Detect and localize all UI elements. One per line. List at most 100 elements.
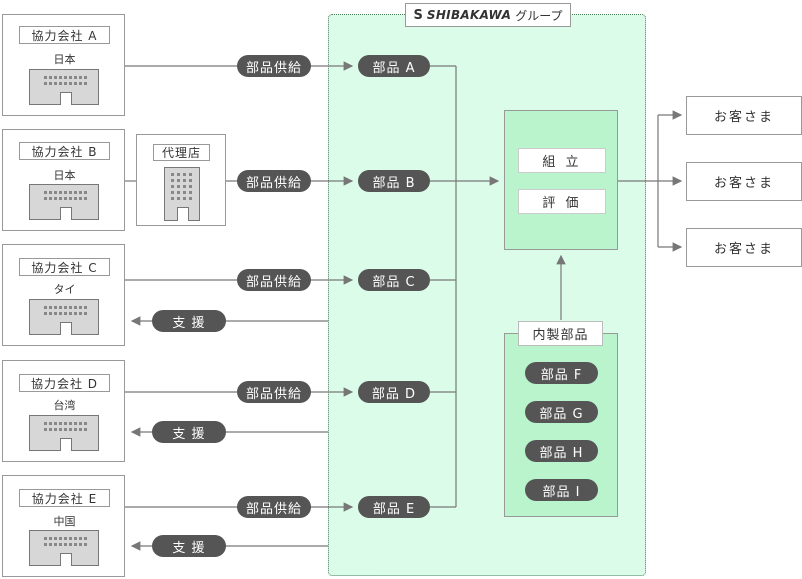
building-window xyxy=(183,179,186,182)
factory-window xyxy=(44,428,47,431)
part-c: 部品 C xyxy=(358,269,430,291)
factory-window xyxy=(69,312,72,315)
factory-window xyxy=(54,543,57,546)
factory-window xyxy=(59,428,62,431)
factory-window xyxy=(59,312,62,315)
factory-window xyxy=(49,197,52,200)
factory-window xyxy=(59,191,62,194)
factory-window xyxy=(49,306,52,309)
building-window xyxy=(177,197,180,200)
factory-window xyxy=(69,76,72,79)
factory-window xyxy=(74,82,77,85)
factory-window xyxy=(59,422,62,425)
factory-window xyxy=(54,537,57,540)
part-d: 部品 D xyxy=(358,381,430,403)
partner-d-name: 協力会社 D xyxy=(19,374,110,392)
factory-window xyxy=(84,306,87,309)
factory-window xyxy=(79,76,82,79)
supply-label-c: 部品供給 xyxy=(237,269,311,291)
factory-window xyxy=(54,197,57,200)
factory-window xyxy=(74,428,77,431)
factory-window xyxy=(64,428,67,431)
building-window xyxy=(189,173,192,176)
shibakawa-logo-icon: S xyxy=(413,7,423,23)
factory-window xyxy=(49,82,52,85)
factory-window xyxy=(44,543,47,546)
factory-window xyxy=(84,537,87,540)
agent-label: 代理店 xyxy=(153,144,210,161)
factory-window xyxy=(84,312,87,315)
building-icon xyxy=(164,167,200,221)
factory-window xyxy=(49,76,52,79)
factory-icon xyxy=(29,184,99,220)
partner-c-country: タイ xyxy=(53,283,76,296)
partner-d-card: 協力会社 D 台湾 xyxy=(2,360,125,462)
part-a: 部品 A xyxy=(358,55,430,77)
factory-window xyxy=(54,82,57,85)
factory-window xyxy=(69,428,72,431)
factory-window xyxy=(64,543,67,546)
factory-icon xyxy=(29,415,99,451)
building-window xyxy=(171,179,174,182)
factory-window xyxy=(69,197,72,200)
building-window xyxy=(183,197,186,200)
factory-window xyxy=(49,543,52,546)
partner-b-country: 日本 xyxy=(53,169,76,182)
factory-window xyxy=(59,76,62,79)
partner-e-country: 中国 xyxy=(53,515,76,528)
building-window xyxy=(189,191,192,194)
factory-window xyxy=(79,422,82,425)
building-window xyxy=(183,191,186,194)
part-f: 部品 F xyxy=(525,362,598,384)
factory-window xyxy=(74,422,77,425)
part-e: 部品 E xyxy=(358,496,430,518)
assemble-label: 組 立 xyxy=(518,148,606,173)
factory-window xyxy=(64,306,67,309)
factory-window xyxy=(54,428,57,431)
factory-window xyxy=(84,76,87,79)
support-label-e: 支 援 xyxy=(152,535,226,557)
building-window xyxy=(183,185,186,188)
factory-window xyxy=(69,306,72,309)
factory-window xyxy=(79,306,82,309)
factory-window xyxy=(84,543,87,546)
factory-window xyxy=(44,82,47,85)
factory-window xyxy=(64,312,67,315)
factory-window xyxy=(54,422,57,425)
factory-window xyxy=(69,543,72,546)
supply-label-b: 部品供給 xyxy=(237,170,311,192)
building-window xyxy=(171,173,174,176)
factory-window xyxy=(49,422,52,425)
building-window xyxy=(177,173,180,176)
support-label-c: 支 援 xyxy=(152,310,226,332)
factory-window xyxy=(59,82,62,85)
factory-window xyxy=(44,197,47,200)
factory-window xyxy=(69,82,72,85)
agent-card: 代理店 xyxy=(136,134,226,226)
factory-window xyxy=(49,428,52,431)
factory-window xyxy=(74,191,77,194)
inhouse-title: 内製部品 xyxy=(518,321,603,346)
factory-window xyxy=(64,422,67,425)
factory-window xyxy=(84,428,87,431)
building-window xyxy=(171,191,174,194)
factory-window xyxy=(74,306,77,309)
assembly-box: 組 立 評 価 xyxy=(504,110,618,250)
factory-window xyxy=(59,306,62,309)
group-brand: SHIBAKAWA xyxy=(426,8,512,22)
customer-3: お客さま xyxy=(686,228,802,267)
factory-window xyxy=(49,312,52,315)
building-window xyxy=(177,185,180,188)
factory-window xyxy=(64,76,67,79)
factory-window xyxy=(79,82,82,85)
group-suffix: グループ xyxy=(515,8,563,23)
factory-window xyxy=(79,312,82,315)
factory-window xyxy=(84,82,87,85)
partner-a-card: 協力会社 A 日本 xyxy=(2,14,125,116)
factory-window xyxy=(79,543,82,546)
part-h: 部品 H xyxy=(525,440,598,462)
factory-window xyxy=(54,306,57,309)
building-window xyxy=(189,185,192,188)
customer-1: お客さま xyxy=(686,96,802,135)
building-window xyxy=(183,173,186,176)
